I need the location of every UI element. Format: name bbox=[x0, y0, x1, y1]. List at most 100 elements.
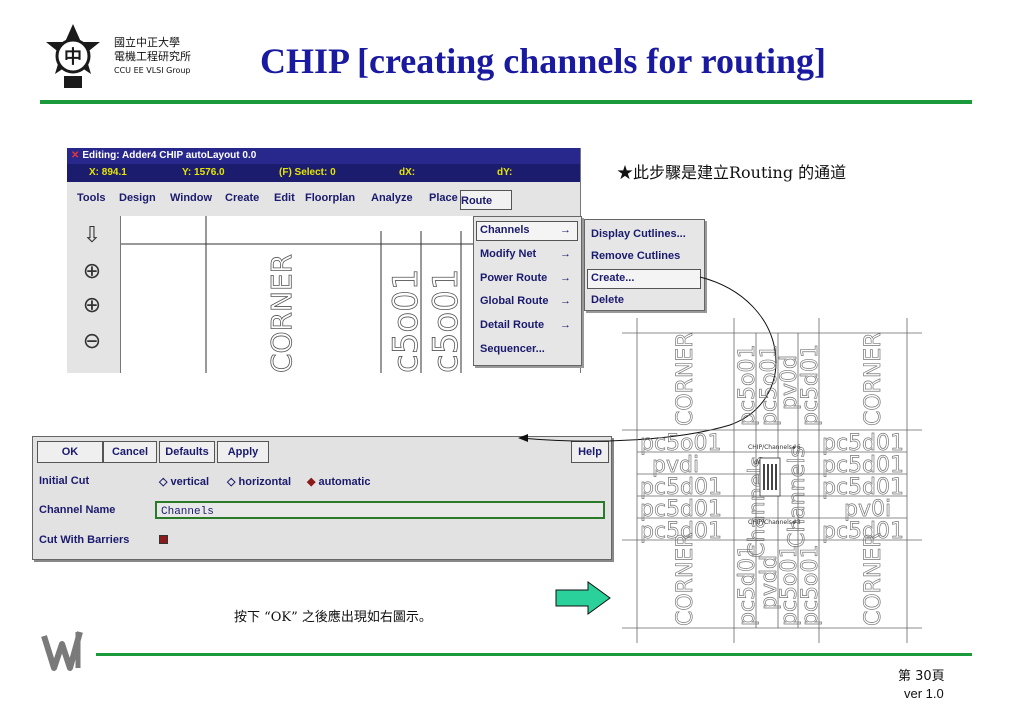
submenu-arrow-icon: → bbox=[560, 272, 571, 284]
vlsi-group-logo bbox=[41, 631, 83, 671]
svg-text:中: 中 bbox=[64, 46, 82, 68]
channel-name-label: Channel Name bbox=[39, 504, 116, 516]
route-dropdown-menu: Channels → Modify Net → Power Route → Globa… bbox=[473, 216, 582, 366]
menu-design[interactable]: Design bbox=[119, 192, 156, 204]
channel-label-6: CHIP/Channels#6 bbox=[748, 444, 801, 451]
canvas-label-corner: CORNER bbox=[265, 254, 298, 373]
right-pad-1: pc5d01 bbox=[822, 431, 904, 456]
menu-item-detail-route[interactable]: Detail Route → bbox=[480, 319, 571, 331]
menu-edit[interactable]: Edit bbox=[274, 192, 295, 204]
status-x: X: 894.1 bbox=[89, 167, 127, 178]
left-pad-5: pc5d01 bbox=[640, 519, 722, 544]
defaults-button[interactable]: Defaults bbox=[159, 441, 215, 463]
corner-label-br: CORNER bbox=[861, 532, 886, 626]
canvas-drawing: CORNER c5o01 c5o01 bbox=[121, 216, 541, 373]
menu-item-detail-route-label: Detail Route bbox=[480, 319, 545, 331]
initial-cut-label: Initial Cut bbox=[39, 475, 90, 487]
cancel-button[interactable]: Cancel bbox=[103, 441, 157, 463]
university-logo: 中 bbox=[46, 24, 100, 88]
editor-titlebar: ✕Editing: Adder4 CHIP autoLayout 0.0 bbox=[67, 148, 580, 164]
menu-analyze[interactable]: Analyze bbox=[371, 192, 413, 204]
bottom-pad-3: pc5o01 bbox=[777, 544, 802, 626]
menu-tools[interactable]: Tools bbox=[77, 192, 106, 204]
ok-button[interactable]: OK bbox=[37, 441, 103, 463]
zoom-in-tool-icon[interactable]: ⊕ bbox=[82, 292, 102, 317]
bottom-pad-2: pvdd bbox=[757, 555, 782, 610]
radio-vertical-label: vertical bbox=[170, 476, 210, 488]
group-name: CCU EE VLSI Group bbox=[114, 66, 191, 75]
radio-on-icon: ◆ bbox=[307, 476, 316, 488]
left-pad-1: pc5o01 bbox=[640, 431, 722, 456]
menu-create[interactable]: Create bbox=[225, 192, 260, 204]
step-note: ★此步驟是建立Routing 的通道 bbox=[617, 163, 847, 182]
zoom-fit-tool-icon[interactable]: ⇩ bbox=[82, 222, 102, 247]
radio-horizontal-label: horizontal bbox=[238, 476, 292, 488]
slide-title: CHIP [creating channels for routing] bbox=[260, 41, 826, 81]
canvas-label-pad-2: c5o01 bbox=[426, 269, 466, 373]
zoom-box-tool-icon[interactable]: ⊕ bbox=[82, 258, 102, 283]
cut-with-barriers-label: Cut With Barriers bbox=[39, 534, 130, 546]
bottom-pad-1: pc5d01 bbox=[735, 544, 760, 626]
menu-window[interactable]: Window bbox=[170, 192, 213, 204]
radio-automatic[interactable]: ◆ automatic bbox=[307, 475, 371, 488]
ok-caption: 按下 “OK” 之後應出現如右圖示。 bbox=[234, 610, 432, 625]
menu-item-channels-label: Channels bbox=[480, 224, 530, 236]
school-name-line-1: 國立中正大學 bbox=[114, 36, 180, 49]
submenu-item-create-highlight[interactable] bbox=[587, 269, 701, 289]
menu-floorplan[interactable]: Floorplan bbox=[305, 192, 356, 204]
school-name-line-2: 電機工程研究所 bbox=[114, 50, 191, 63]
editor-status-bar: X: 894.1 Y: 1576.0 (F) Select: 0 dX: dY: bbox=[67, 164, 580, 182]
channel-name-input[interactable]: Channels bbox=[155, 501, 605, 519]
menu-route[interactable]: Route bbox=[460, 190, 512, 210]
corner-label-bl: CORNER bbox=[673, 532, 698, 626]
x-logo-icon: ✕ bbox=[71, 150, 80, 161]
status-y: Y: 1576.0 bbox=[182, 167, 225, 178]
core-block bbox=[759, 457, 781, 497]
footer-rule bbox=[96, 653, 972, 656]
menu-item-sequencer[interactable]: Sequencer... bbox=[480, 343, 545, 355]
zoom-out-tool-icon[interactable]: ⊖ bbox=[82, 328, 102, 353]
menu-item-channels[interactable]: Channels → bbox=[480, 224, 571, 236]
cut-with-barriers-checkbox[interactable] bbox=[159, 535, 168, 544]
submenu-item-display-cutlines[interactable]: Display Cutlines... bbox=[591, 228, 686, 240]
top-pad-1: pc5o01 bbox=[735, 344, 760, 426]
submenu-item-delete[interactable]: Delete bbox=[591, 294, 625, 306]
menu-place[interactable]: Place bbox=[429, 192, 458, 204]
channels-submenu: Display Cutlines... Remove Cutlines Crea… bbox=[584, 219, 705, 311]
radio-off-icon: ◇ bbox=[159, 476, 168, 488]
menu-route-label: Route bbox=[461, 195, 493, 207]
channel-label-3: CHIP/Channels#3 bbox=[748, 519, 801, 526]
apply-button[interactable]: Apply bbox=[217, 441, 269, 463]
submenu-arrow-icon: → bbox=[560, 295, 571, 307]
top-pad-4: pc5d01 bbox=[798, 344, 823, 426]
editor-title: Editing: Adder4 CHIP autoLayout 0.0 bbox=[82, 150, 257, 161]
vertical-channel-text-2: Channels bbox=[785, 446, 810, 548]
menu-item-power-route[interactable]: Power Route → bbox=[480, 272, 571, 284]
status-select: (F) Select: 0 bbox=[279, 167, 336, 178]
menu-item-modify-net[interactable]: Modify Net → bbox=[480, 248, 571, 260]
radio-horizontal[interactable]: ◇ horizontal bbox=[227, 475, 291, 488]
menu-item-channels-highlight[interactable] bbox=[476, 221, 578, 241]
submenu-item-create[interactable]: Create... bbox=[591, 272, 635, 284]
right-pad-4: pv0i bbox=[844, 497, 891, 522]
top-pad-2: pc5o01 bbox=[757, 344, 782, 426]
radio-off-icon: ◇ bbox=[227, 476, 236, 488]
create-channels-dialog: OK Cancel Defaults Apply Help Initial Cu… bbox=[32, 436, 612, 560]
menu-item-power-route-label: Power Route bbox=[480, 272, 548, 284]
submenu-arrow-icon: → bbox=[560, 248, 571, 260]
left-pad-3: pc5d01 bbox=[640, 475, 722, 500]
submenu-arrow-icon: → bbox=[560, 224, 571, 236]
page-number: 第 30頁 bbox=[898, 669, 945, 684]
menu-item-global-route[interactable]: Global Route → bbox=[480, 295, 571, 307]
version-label: ver 1.0 bbox=[904, 686, 944, 701]
routing-layout-view: CORNER CORNER CORNER CORNER pc5o01 pvdi … bbox=[622, 318, 922, 643]
top-pad-3: pv0d bbox=[777, 355, 802, 410]
status-dy: dY: bbox=[497, 167, 513, 178]
radio-vertical[interactable]: ◇ vertical bbox=[159, 475, 209, 488]
submenu-arrow-icon: → bbox=[560, 319, 571, 331]
radio-automatic-label: automatic bbox=[318, 476, 371, 488]
menu-item-modify-net-label: Modify Net bbox=[480, 248, 537, 260]
menu-item-global-route-label: Global Route bbox=[480, 295, 549, 307]
submenu-item-remove-cutlines[interactable]: Remove Cutlines bbox=[591, 250, 681, 262]
